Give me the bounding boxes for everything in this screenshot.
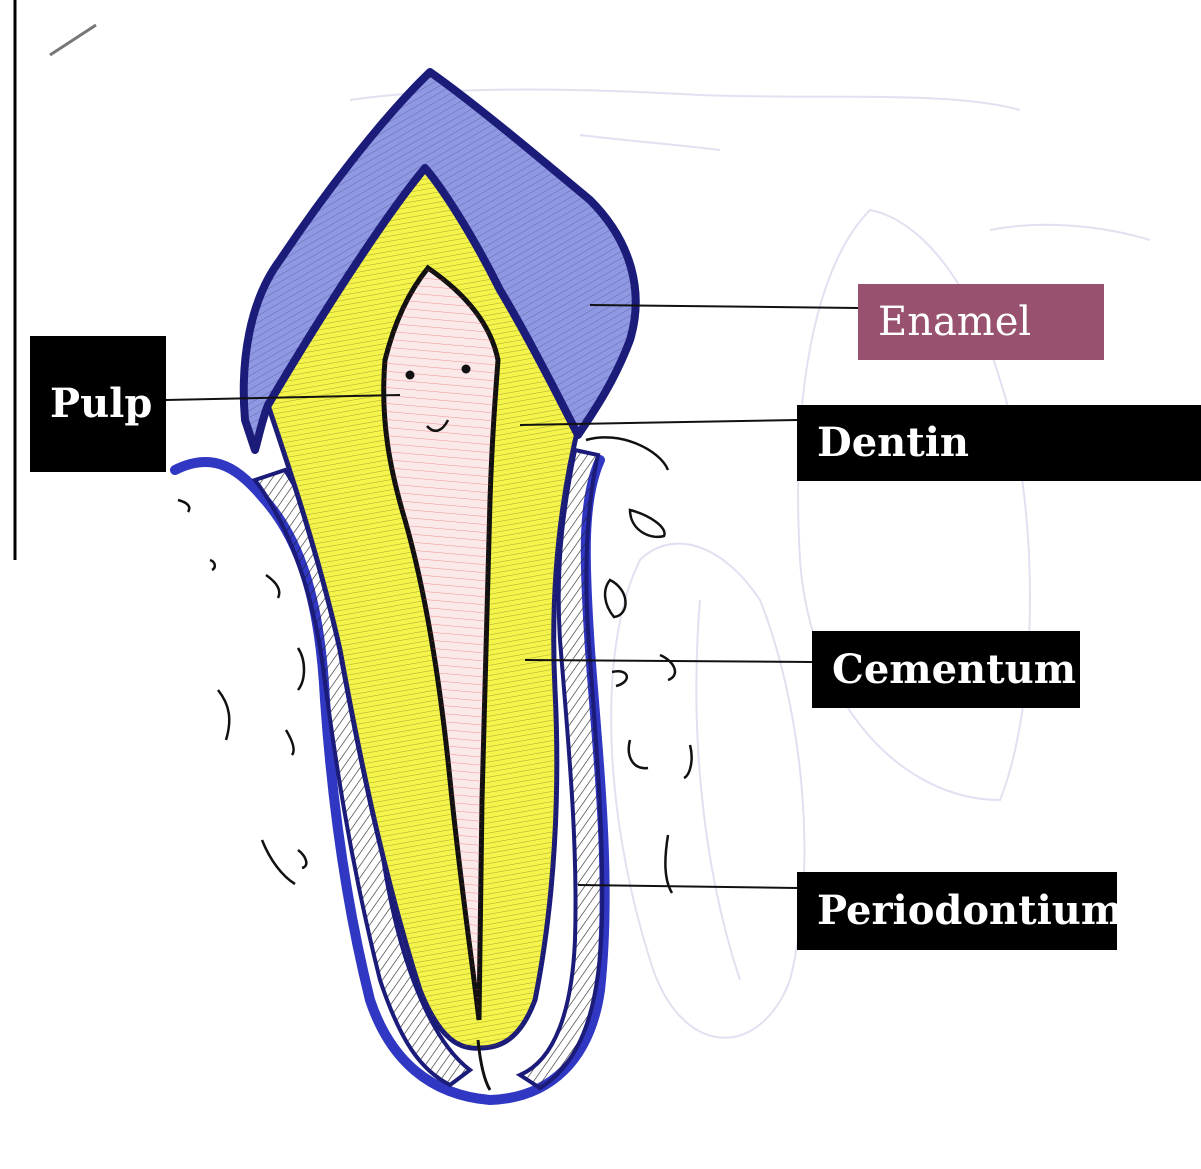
enamel-label: Enamel <box>858 284 1104 360</box>
dentin-label: Dentin <box>797 405 1201 481</box>
periodontium-leader-line <box>578 885 797 888</box>
periodontium-label: Periodontium <box>797 872 1117 950</box>
paper-edge <box>0 0 14 1169</box>
pulp-eye-left <box>406 371 415 380</box>
pencil-mark <box>50 25 96 55</box>
pulp-eye-right <box>462 365 471 374</box>
cementum-label: Cementum <box>812 631 1080 708</box>
pulp-label: Pulp <box>30 336 166 472</box>
